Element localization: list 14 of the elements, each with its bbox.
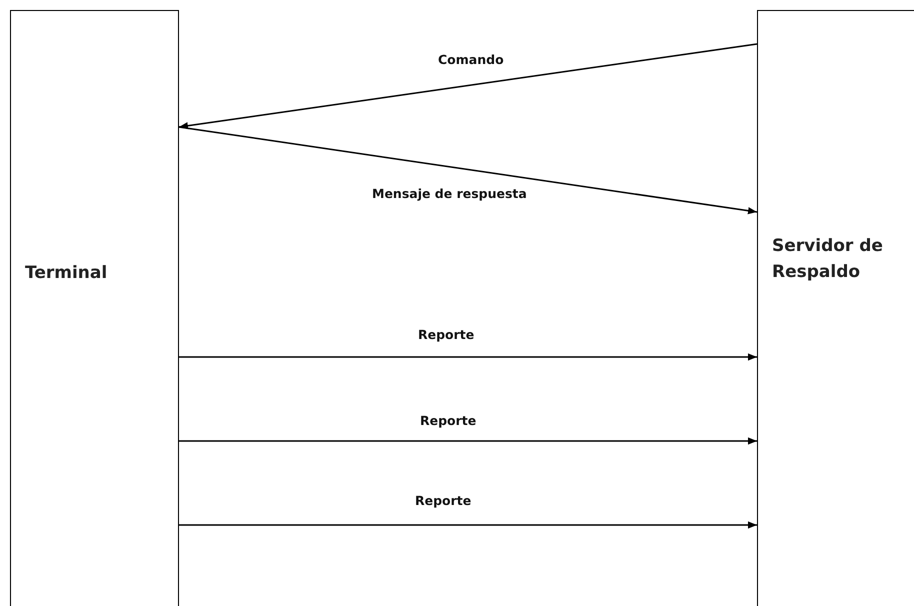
edge-label: Reporte — [413, 493, 474, 508]
edge-label: Mensaje de respuesta — [370, 186, 529, 201]
edge-label: Comando — [436, 52, 506, 67]
participant-label: Servidor de Respaldo — [772, 235, 884, 284]
message-arrow — [179, 521, 757, 529]
edge-label: Reporte — [416, 327, 476, 342]
edge-label: Reporte — [418, 413, 478, 428]
message-arrow — [179, 437, 757, 445]
message-arrow — [179, 353, 757, 361]
message-arrow — [178, 43, 758, 130]
lifeline-box — [10, 10, 179, 606]
message-arrow — [178, 126, 758, 214]
lifeline-box — [757, 10, 914, 606]
participant-label: Terminal — [25, 262, 108, 285]
